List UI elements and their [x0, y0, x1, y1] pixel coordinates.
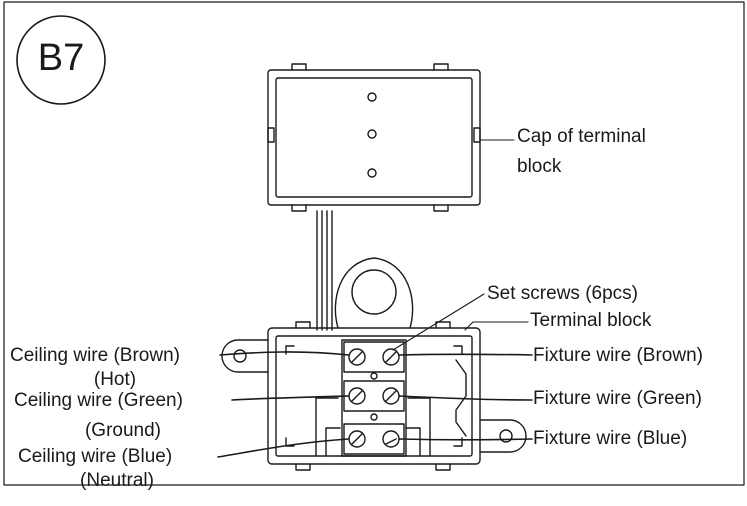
fixture-brown-label: Fixture wire (Brown)	[533, 345, 703, 366]
cap-label-line2: block	[517, 156, 562, 177]
step-badge: B7	[37, 37, 85, 79]
ceiling-blue-sub-label: (Neutral)	[80, 470, 154, 491]
terminal-cap	[267, 63, 481, 212]
leader-lines	[392, 139, 529, 351]
set-screws-label: Set screws (6pcs)	[487, 283, 638, 304]
ceiling-green-label: Ceiling wire (Green)	[14, 390, 183, 411]
cap-wires	[316, 210, 333, 331]
outer-frame	[3, 1, 745, 486]
fixture-green-label: Fixture wire (Green)	[533, 388, 702, 409]
ceiling-blue-label: Ceiling wire (Blue)	[18, 446, 173, 467]
fixture-blue-label: Fixture wire (Blue)	[533, 428, 688, 449]
ceiling-green-sub-label: (Ground)	[84, 420, 162, 441]
set-screws	[348, 348, 400, 448]
terminal-block-housing	[221, 321, 527, 471]
mounting-ring	[334, 257, 414, 329]
wire-lines	[217, 351, 533, 458]
ceiling-brown-label: Ceiling wire (Brown)	[10, 345, 180, 366]
step-badge-circle	[16, 15, 106, 105]
ceiling-brown-sub-label: (Hot)	[93, 369, 137, 390]
terminal-block-label: Terminal block	[530, 310, 652, 331]
cap-label: Cap of terminal	[517, 126, 646, 147]
